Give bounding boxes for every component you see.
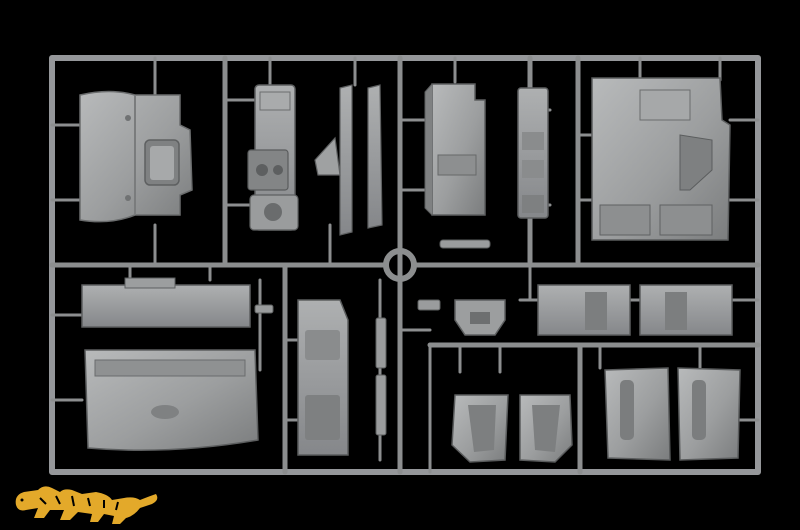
part-rear-wall	[79, 90, 193, 223]
part-dashboard	[247, 84, 299, 231]
part-seat-left	[451, 394, 509, 463]
part-small-bits	[254, 239, 491, 436]
part-floor	[591, 77, 731, 241]
tiger-icon	[15, 486, 158, 524]
part-bumper-blocks	[537, 284, 733, 336]
part-seat-frame	[454, 299, 506, 336]
part-seat-right	[519, 394, 573, 463]
part-flat-panel	[81, 277, 251, 328]
part-roof-panel	[84, 349, 259, 451]
part-door-panel	[424, 83, 486, 216]
part-door-trim-left	[604, 367, 671, 461]
part-pillar	[517, 87, 549, 219]
part-inner-panel	[297, 299, 349, 456]
parts	[79, 77, 741, 463]
part-side-rails	[314, 84, 383, 236]
part-door-trim-right	[677, 367, 741, 461]
